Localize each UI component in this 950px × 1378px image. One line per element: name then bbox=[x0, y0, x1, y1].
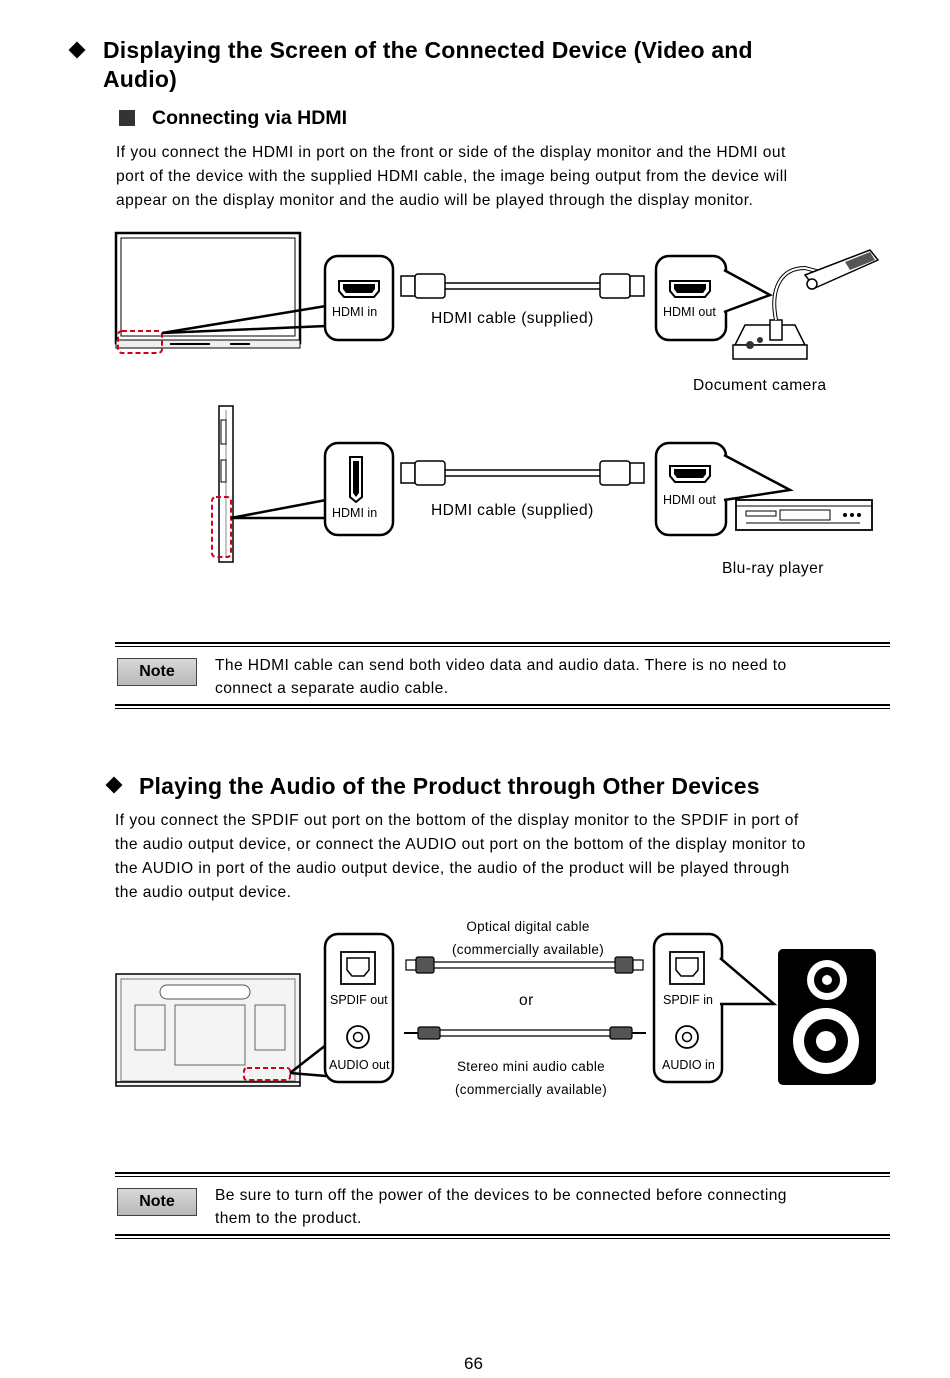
note-text: The HDMI cable can send both video data … bbox=[215, 654, 787, 700]
section2-paragraph: If you connect the SPDIF out port on the… bbox=[115, 809, 806, 905]
optical-cable-label-line2: (commercially available) bbox=[452, 942, 604, 957]
section-title-line1: Displaying the Screen of the Connected D… bbox=[103, 37, 753, 63]
paragraph-line: If you connect the SPDIF out port on the… bbox=[115, 812, 799, 829]
hdmi-port-vertical-icon bbox=[349, 456, 363, 504]
spdif-out-label: SPDIF out bbox=[330, 993, 388, 1007]
document-camera-label: Document camera bbox=[693, 377, 827, 394]
hdmi-in-label: HDMI in bbox=[332, 506, 378, 520]
paragraph-line: appear on the display monitor and the au… bbox=[116, 192, 754, 209]
hdmi-out-label: HDMI out bbox=[663, 493, 716, 507]
stereo-mini-cable-icon bbox=[404, 1026, 646, 1040]
bullet-square-icon bbox=[119, 110, 135, 126]
display-monitor-side-icon bbox=[211, 405, 327, 563]
audio-in-label: AUDIO in bbox=[662, 1058, 715, 1072]
paragraph-line: the audio output device. bbox=[115, 884, 292, 901]
hdmi-out-box bbox=[654, 441, 728, 537]
hdmi-cable-icon bbox=[400, 460, 645, 486]
note-line: them to the product. bbox=[215, 1210, 362, 1227]
spdif-in-label: SPDIF in bbox=[663, 993, 714, 1007]
section-title: Playing the Audio of the Product through… bbox=[139, 773, 760, 799]
subsection-title: Connecting via HDMI bbox=[152, 107, 348, 129]
note-bottom-rule bbox=[115, 704, 890, 709]
hdmi-port-icon bbox=[338, 280, 380, 298]
section-title-line2: Audio) bbox=[103, 66, 178, 92]
display-monitor-rear-icon bbox=[115, 973, 327, 1087]
stereo-cable-label: Stereo mini audio cable (commercially av… bbox=[447, 1055, 615, 1101]
audio-out-label: AUDIO out bbox=[329, 1058, 390, 1072]
hdmi-in-label: HDMI in bbox=[332, 305, 378, 319]
paragraph-line: port of the device with the supplied HDM… bbox=[116, 168, 788, 185]
note-top-rule bbox=[115, 1172, 890, 1177]
speaker-icon bbox=[778, 949, 876, 1085]
or-label: or bbox=[519, 992, 534, 1009]
hdmi-port-icon bbox=[669, 465, 711, 483]
audio-connection-diagram bbox=[115, 932, 876, 1087]
optical-port-icon bbox=[669, 951, 705, 985]
audio-jack-icon bbox=[346, 1025, 370, 1049]
stereo-cable-label-line1: Stereo mini audio cable bbox=[457, 1059, 605, 1074]
hdmi-cable-icon bbox=[400, 273, 645, 299]
note-bottom-rule bbox=[115, 1234, 890, 1239]
hdmi-cable-label: HDMI cable (supplied) bbox=[431, 502, 594, 519]
hdmi-cable-label: HDMI cable (supplied) bbox=[431, 310, 594, 327]
section-title: Displaying the Screen of the Connected D… bbox=[103, 36, 753, 94]
page-number: 66 bbox=[464, 1354, 483, 1373]
optical-cable-label: Optical digital cable (commercially avai… bbox=[447, 915, 609, 961]
paragraph-line: If you connect the HDMI in port on the f… bbox=[116, 144, 786, 161]
note-line: Be sure to turn off the power of the dev… bbox=[215, 1187, 787, 1204]
audio-jack-icon bbox=[675, 1025, 699, 1049]
paragraph-line: the AUDIO in port of the audio output de… bbox=[115, 860, 790, 877]
hdmi-connection-diagram bbox=[114, 231, 880, 563]
stereo-cable-label-line2: (commercially available) bbox=[455, 1082, 607, 1097]
document-camera-icon bbox=[732, 249, 880, 360]
bullet-diamond-icon bbox=[105, 776, 123, 794]
paragraph-line: the audio output device, or connect the … bbox=[115, 836, 806, 853]
bluray-player-label: Blu-ray player bbox=[722, 560, 824, 577]
hdmi-out-label: HDMI out bbox=[663, 305, 716, 319]
note-text: Be sure to turn off the power of the dev… bbox=[215, 1184, 787, 1230]
note-top-rule bbox=[115, 642, 890, 647]
hdmi-port-icon bbox=[669, 280, 711, 298]
section1-paragraph: If you connect the HDMI in port on the f… bbox=[116, 141, 788, 213]
note-line: The HDMI cable can send both video data … bbox=[215, 657, 787, 674]
note-line: connect a separate audio cable. bbox=[215, 680, 449, 697]
bluray-player-icon bbox=[735, 499, 873, 531]
optical-port-icon bbox=[340, 951, 376, 985]
optical-cable-label-line1: Optical digital cable bbox=[466, 919, 590, 934]
note-badge: Note bbox=[117, 658, 197, 686]
optical-cable-icon bbox=[405, 956, 644, 974]
note-badge: Note bbox=[117, 1188, 197, 1216]
display-monitor-front-icon bbox=[114, 231, 327, 354]
